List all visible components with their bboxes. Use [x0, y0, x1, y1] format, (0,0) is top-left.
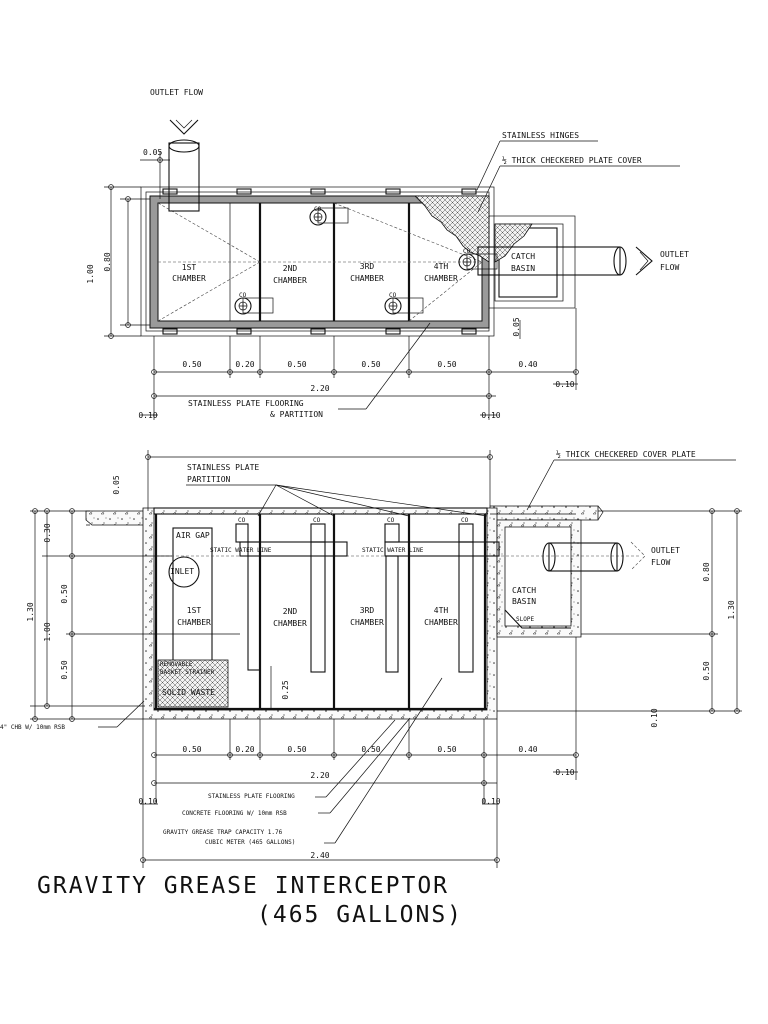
plan-co-label: CO — [463, 248, 471, 255]
section-dim-left-130: 1.30 — [26, 602, 35, 621]
section-dim-left-100: 1.00 — [43, 622, 52, 641]
section-dim-010-mid: 0.10 — [481, 797, 500, 806]
section-dim-top-small: 0.05 — [112, 475, 121, 494]
section-dim-width-6: 0.40 — [518, 745, 537, 754]
plan-dim-height-total: 1.00 — [86, 264, 95, 283]
drawing-subtitle: (465 GALLONS) — [257, 902, 463, 928]
plan-dim-width-1: 0.50 — [182, 360, 201, 369]
section-dim-010-right: 0.10 — [555, 768, 574, 777]
section-dim-left-050a: 0.50 — [60, 584, 69, 603]
section-ground-slab-left — [85, 510, 151, 526]
section-dim-right-050: 0.50 — [702, 661, 711, 680]
section-note-flooring: STAINLESS PLATE FLOORING — [208, 793, 295, 800]
plan-flooring-label-2: & PARTITION — [270, 410, 323, 419]
section-note-capacity-2: CUBIC METER (465 GALLONS) — [205, 839, 295, 846]
plan-dim-width-3: 0.50 — [287, 360, 306, 369]
section-dim-right-080: 0.80 — [702, 562, 711, 581]
plan-wall — [149, 195, 490, 329]
plan-dim-010-left: 0.10 — [138, 411, 157, 420]
plan-cover-label: ½ THICK CHECKERED PLATE COVER — [502, 155, 642, 165]
plan-dim-010-right: 0.10 — [555, 380, 574, 389]
section-dim-width-1: 0.50 — [182, 745, 201, 754]
section-solid-waste-label: SOLID WASTE — [162, 688, 215, 697]
plan-dimensions — [104, 151, 579, 420]
section-inlet-pipe — [168, 556, 200, 588]
plan-cleanouts — [234, 207, 498, 315]
drawing-title: GRAVITY GREASE INTERCEPTOR — [37, 873, 449, 899]
section-dim-left-030: 0.30 — [43, 523, 52, 542]
section-air-gap-label: AIR GAP — [176, 531, 210, 540]
plan-top-outlet-pipe — [168, 119, 200, 212]
plan-catch-basin — [488, 215, 576, 309]
section-dim-right-010: 0.10 — [650, 708, 659, 727]
plan-dim-005-right: 0.05 — [512, 317, 521, 336]
section-note-capacity-1: GRAVITY GREASE TRAP CAPACITY 1.76 — [163, 829, 283, 836]
section-dim-010-left: 0.10 — [138, 797, 157, 806]
section-dim-025: 0.25 — [281, 680, 290, 699]
section-dimensions — [30, 450, 742, 868]
plan-dim-005-top: 0.05 — [143, 148, 162, 157]
plan-dim-height-inner: 0.80 — [103, 252, 112, 271]
section-dim-right-130: 1.30 — [727, 600, 736, 619]
plan-right-outlet-pipe — [477, 246, 653, 276]
section-dim-width-3: 0.50 — [287, 745, 306, 754]
section-view: CO CO CO CO AIR GAP INLET STATIC WATER L… — [0, 449, 742, 868]
section-partition-label-2: PARTITION — [187, 475, 231, 484]
section-air-gap-box — [172, 527, 213, 664]
plan-dim-width-5: 0.50 — [437, 360, 456, 369]
plan-co-label: CO — [314, 206, 322, 213]
section-co-label: CO — [313, 517, 321, 524]
plan-dim-length-total: 2.20 — [310, 384, 329, 393]
section-static-water-line-label: STATIC WATER LINE — [210, 547, 272, 554]
section-co-label: CO — [387, 517, 395, 524]
section-catch-basin — [490, 513, 582, 638]
plan-dim-width-4: 0.50 — [361, 360, 380, 369]
plan-outer-frame — [140, 186, 495, 337]
plan-flooring-label-1: STAINLESS PLATE FLOORING — [188, 399, 304, 408]
section-basket-strainer — [157, 659, 229, 708]
section-inlet-label: INLET — [170, 567, 194, 576]
plan-dim-width-2: 0.20 — [235, 360, 254, 369]
section-tee-pipes — [235, 523, 646, 673]
plan-hinges-label: STAINLESS HINGES — [502, 131, 579, 140]
section-dim-length-220: 2.20 — [310, 771, 329, 780]
section-co-label: CO — [461, 517, 469, 524]
plan-co-label: CO — [239, 292, 247, 299]
section-static-water-line-label: STATIC WATER LINE — [362, 547, 424, 554]
section-dim-left-050b: 0.50 — [60, 660, 69, 679]
section-dim-width-2: 0.20 — [235, 745, 254, 754]
section-dim-length-240: 2.40 — [310, 851, 329, 860]
section-co-label: CO — [238, 517, 246, 524]
section-cover-label: ½ THICK CHECKERED COVER PLATE — [556, 449, 696, 459]
plan-dim-010-mid: 0.10 — [481, 411, 500, 420]
plan-dim-width-6: 0.40 — [518, 360, 537, 369]
section-dim-width-5: 0.50 — [437, 745, 456, 754]
section-note-concrete: CONCRETE FLOORING W/ 10mm RSB — [182, 810, 287, 817]
section-dim-width-4: 0.50 — [361, 745, 380, 754]
section-slope-label: SLOPE — [516, 616, 534, 623]
section-chb-label: 4" CHB W/ 10mm RSB — [0, 724, 65, 731]
section-partition-label-1: STAINLESS PLATE — [187, 463, 259, 472]
plan-hinges — [162, 188, 477, 335]
section-ground-slab-right — [489, 505, 599, 521]
plan-co-label: CO — [389, 292, 397, 299]
plan-outlet-flow-top-label: OUTLET FLOW — [150, 88, 203, 97]
